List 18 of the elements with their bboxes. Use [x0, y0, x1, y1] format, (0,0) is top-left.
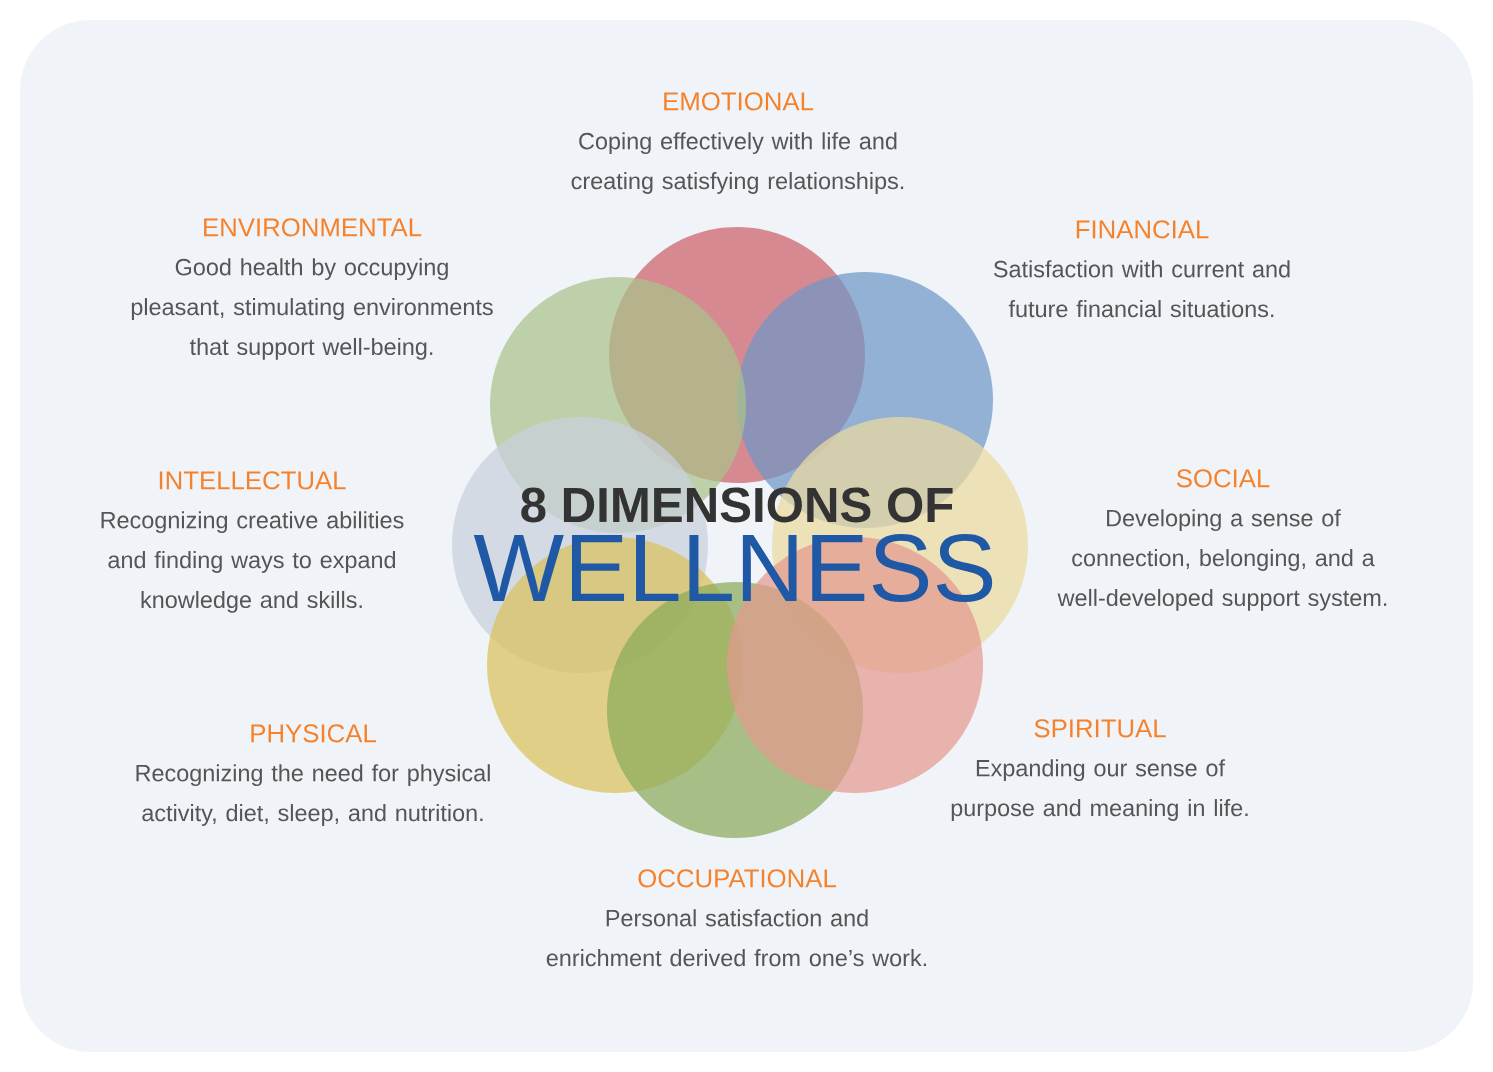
- heading: SPIRITUAL: [1034, 719, 1166, 738]
- title: WELLNESS: [473, 534, 993, 602]
- heading: FINANCIAL: [1076, 220, 1209, 239]
- heading: ENVIRONMENTAL: [204, 218, 422, 237]
- heading: SOCIAL: [1176, 469, 1270, 488]
- description: Expanding our sense of purpose and meaning in life.: [951, 759, 1248, 821]
- heading: INTELLECTUAL: [159, 471, 346, 490]
- heading: PHYSICAL: [251, 724, 376, 743]
- description: Coping effectively with life and creating satisfying relationships.: [571, 132, 904, 194]
- description: Developing a sense of connection, belonging, and a well-developed support system.: [1057, 509, 1387, 611]
- description: Recognizing the need for physical activity, diet, sleep, and nutrition.: [136, 764, 490, 826]
- description: Good health by occupying pleasant, stimulating environments that support well-being.: [131, 258, 493, 360]
- heading: OCCUPATIONAL: [638, 869, 836, 888]
- description: Satisfaction with current and future financial situations.: [993, 260, 1290, 318]
- title: 8 DIMENSIONS OF: [521, 487, 953, 523]
- description: Personal satisfaction and enrichment derived from one’s work.: [546, 909, 927, 967]
- description: Recognizing creative abilities and finding ways to expand knowledge and skills.: [101, 511, 404, 613]
- heading: EMOTIONAL: [664, 92, 814, 111]
